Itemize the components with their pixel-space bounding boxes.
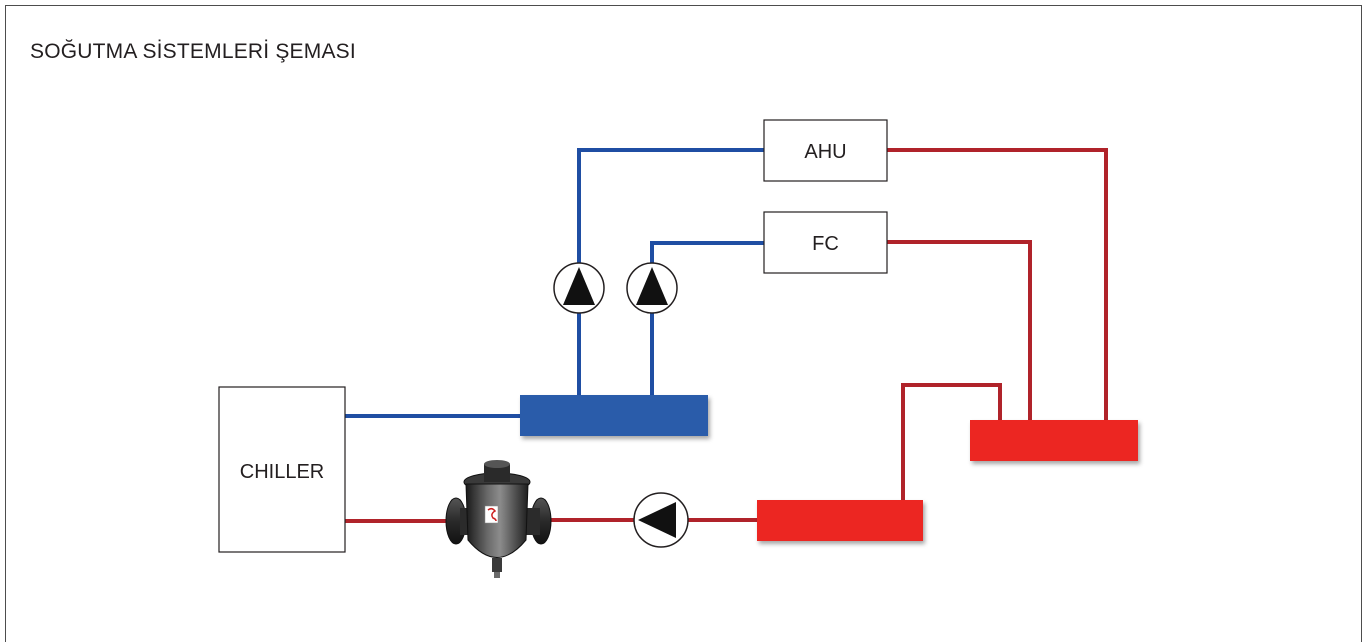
supply-lines [345, 148, 764, 418]
pump-icon-fc [626, 262, 678, 314]
return-header [970, 420, 1138, 461]
pump-icon-ahu [553, 262, 605, 314]
chiller-label: CHILLER [240, 461, 324, 483]
return-line-headers [901, 383, 1002, 500]
return-line-fc [887, 240, 1032, 420]
supply-line-fc [650, 241, 764, 396]
fc-box: FC [763, 211, 888, 274]
diagram-title: SOĞUTMA SİSTEMLERİ ŞEMASI [30, 40, 356, 63]
return-line-ahu [887, 148, 1108, 420]
return-lines [345, 148, 1108, 523]
return-header-secondary [757, 500, 923, 541]
pump-icon-return [633, 492, 689, 548]
chiller-box: CHILLER [218, 386, 346, 553]
fc-label: FC [812, 233, 839, 255]
ahu-label: AHU [804, 141, 846, 163]
strainer-icon [445, 460, 552, 578]
supply-line-ahu [577, 148, 764, 396]
ahu-box: AHU [763, 119, 888, 182]
supply-header [520, 395, 708, 436]
